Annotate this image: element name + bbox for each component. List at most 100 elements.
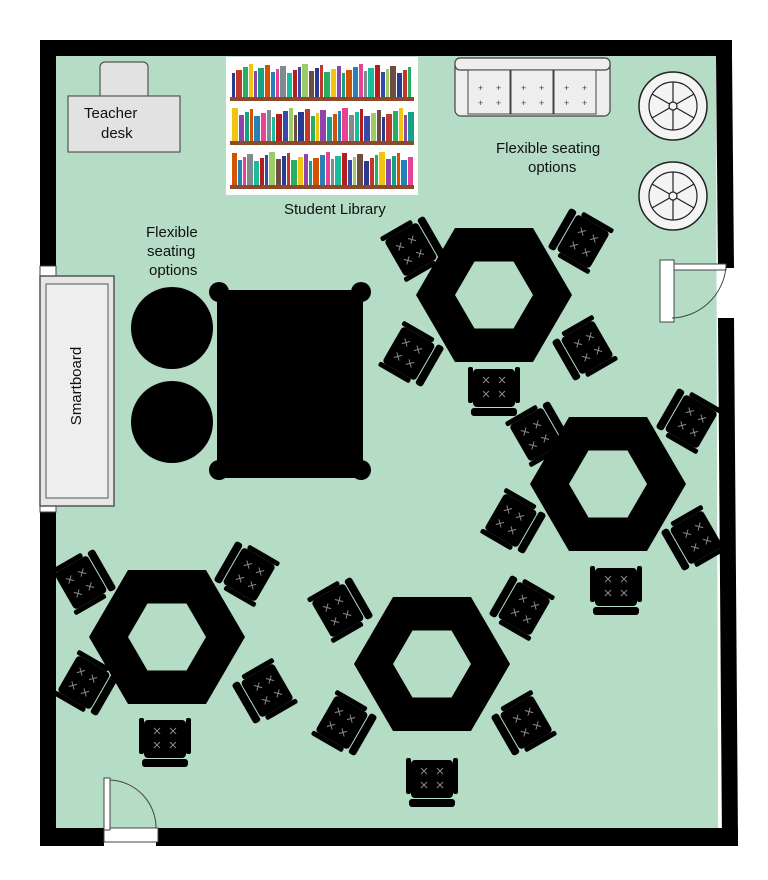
svg-text:+: + <box>564 83 569 93</box>
book-spine <box>375 155 378 185</box>
book-spine <box>247 154 253 185</box>
book-spine <box>304 154 308 185</box>
bean-bag-bottom <box>131 381 213 463</box>
smartboard-label: Smartboard <box>68 347 85 425</box>
book-spine <box>371 113 376 141</box>
book-spine <box>403 70 407 97</box>
book-spine <box>390 66 396 97</box>
book-spine <box>276 159 281 185</box>
book-spine <box>393 111 398 141</box>
smartboard: Smartboard <box>39 265 115 513</box>
book-spine <box>298 112 304 141</box>
svg-text:+: + <box>496 98 501 108</box>
book-spine <box>238 160 242 185</box>
book-spine <box>348 160 352 185</box>
chair <box>589 565 643 616</box>
svg-text:+: + <box>582 98 587 108</box>
book-spine <box>239 115 244 141</box>
book-spine <box>342 73 345 97</box>
book-spine <box>261 113 266 141</box>
swivel-chair-top <box>638 71 708 141</box>
svg-text:+: + <box>521 83 526 93</box>
book-spine <box>360 109 363 141</box>
book-spine <box>355 112 359 141</box>
book-spine <box>309 71 314 97</box>
bookshelf-books <box>232 64 414 185</box>
svg-text:+: + <box>564 98 569 108</box>
book-spine <box>346 70 352 97</box>
book-spine <box>399 108 403 141</box>
swivel-chair-bottom <box>638 161 708 231</box>
book-spine <box>364 116 370 141</box>
bottom-door <box>103 777 159 843</box>
svg-text:+: + <box>478 83 483 93</box>
book-spine <box>381 72 385 97</box>
book-spine <box>408 67 411 97</box>
book-spine <box>289 108 293 141</box>
book-spine <box>342 108 348 141</box>
book-spine <box>293 70 297 97</box>
book-spine <box>280 66 286 97</box>
student-library-label: Student Library <box>284 201 386 218</box>
chair <box>467 366 521 417</box>
book-spine <box>298 67 301 97</box>
book-spine <box>337 66 341 97</box>
book-spine <box>379 152 385 185</box>
book-spine <box>232 73 235 97</box>
svg-text:+: + <box>521 98 526 108</box>
book-spine <box>324 72 330 97</box>
flexible-seating-right-label-line1: Flexible seating <box>496 140 600 157</box>
right-door <box>659 259 727 323</box>
chair <box>405 757 459 808</box>
book-spine <box>375 65 380 97</box>
book-spine <box>283 111 288 141</box>
book-spine <box>397 73 402 97</box>
book-spine <box>368 68 374 97</box>
book-spine <box>338 111 341 141</box>
chair <box>138 717 192 768</box>
svg-text:+: + <box>478 98 483 108</box>
book-spine <box>267 110 271 141</box>
svg-text:+: + <box>539 83 544 93</box>
teacher-desk-label-line2: desk <box>101 125 133 142</box>
book-spine <box>291 160 297 185</box>
book-spine <box>386 69 389 97</box>
book-spine <box>377 110 381 141</box>
book-spine <box>357 154 363 185</box>
book-spine <box>276 69 279 97</box>
teacher-desk: Teacher desk <box>67 61 181 153</box>
book-spine <box>245 112 249 141</box>
book-spine <box>349 115 354 141</box>
book-spine <box>359 64 363 97</box>
book-spine <box>397 153 400 185</box>
book-spine <box>408 112 414 141</box>
book-spine <box>364 161 369 185</box>
book-spine <box>320 110 326 141</box>
book-spine <box>353 157 356 185</box>
book-spine <box>342 153 347 185</box>
book-spine <box>236 70 242 97</box>
book-spine <box>382 117 385 141</box>
book-spine <box>370 158 374 185</box>
book-spine <box>282 156 286 185</box>
book-spine <box>269 152 275 185</box>
book-spine <box>392 156 396 185</box>
book-spine <box>386 114 392 141</box>
svg-text:+: + <box>582 83 587 93</box>
flexible-seating-right-label-line2: options <box>528 159 576 176</box>
book-spine <box>258 68 264 97</box>
bean-bag-top <box>131 287 213 369</box>
book-spine <box>320 155 325 185</box>
book-spine <box>276 114 282 141</box>
book-spine <box>302 64 308 97</box>
svg-text:+: + <box>539 98 544 108</box>
book-spine <box>386 159 391 185</box>
book-spine <box>316 113 319 141</box>
book-spine <box>265 65 270 97</box>
book-spine <box>335 156 341 185</box>
book-spine <box>287 153 290 185</box>
book-spine <box>294 115 297 141</box>
book-spine <box>331 159 334 185</box>
book-spine <box>315 68 319 97</box>
